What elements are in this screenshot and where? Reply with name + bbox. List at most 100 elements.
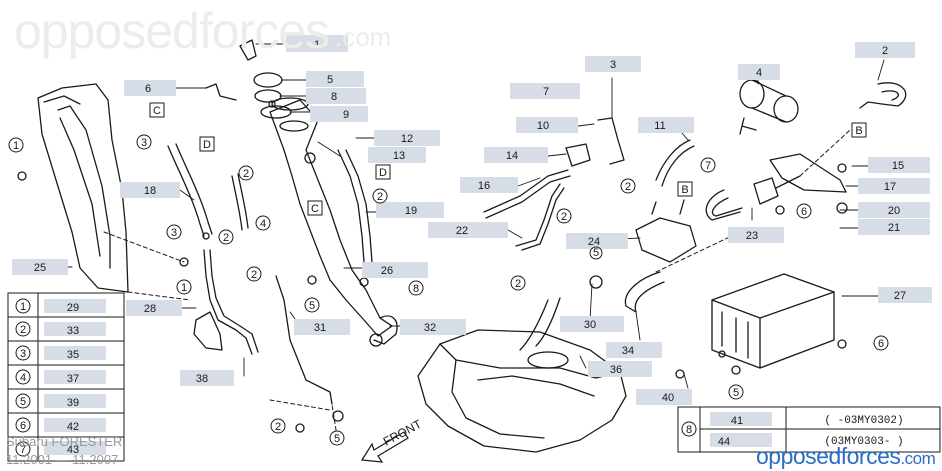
svg-text:9: 9 [343, 109, 349, 121]
circled-marker-2: 2 [510, 275, 526, 291]
svg-text:18: 18 [144, 185, 156, 197]
svg-text:28: 28 [144, 303, 156, 315]
svg-text:12: 12 [401, 133, 413, 145]
svg-text:2: 2 [377, 191, 383, 203]
svg-text:6: 6 [20, 420, 26, 432]
svg-text:41: 41 [731, 415, 743, 427]
bracket-17 [769, 153, 847, 193]
svg-text:( -03MY0302): ( -03MY0302) [824, 415, 903, 427]
model-years: 11.2001 — 11.2007 [6, 452, 119, 467]
svg-text:35: 35 [67, 349, 79, 361]
boxed-marker-d: D [199, 136, 215, 152]
svg-text:30: 30 [584, 319, 596, 331]
variant-row: 41 ( -03MY0302) [710, 412, 904, 427]
callout-3: 3 [585, 56, 641, 72]
svg-text:6: 6 [801, 206, 807, 218]
svg-text:6: 6 [145, 83, 151, 95]
callout-7: 7 [510, 83, 580, 99]
bracket-38 [193, 311, 223, 351]
circled-marker-2: 2 [620, 178, 636, 194]
circled-marker-2: 2 [246, 266, 262, 282]
svg-text:4: 4 [260, 218, 266, 230]
variant-row: 44 (03MY0303- ) [710, 433, 904, 448]
model-caption: Subaru FORESTER 11.2001 — 11.2007 [6, 433, 122, 469]
protector-25 [37, 83, 129, 293]
hose-11 [655, 139, 695, 187]
svg-text:4: 4 [756, 67, 762, 79]
svg-text:C: C [153, 105, 161, 117]
svg-text:26: 26 [381, 265, 393, 277]
callout-10: 10 [516, 117, 578, 133]
fasteners [17, 100, 848, 433]
callout-34: 34 [606, 342, 662, 358]
circled-marker-5: 5 [589, 246, 603, 260]
svg-text:5: 5 [327, 74, 333, 86]
svg-text:17: 17 [884, 181, 896, 193]
callout-36: 36 [588, 361, 652, 377]
svg-text:7: 7 [705, 160, 711, 172]
svg-text:23: 23 [746, 230, 758, 242]
svg-text:1: 1 [314, 39, 320, 51]
front-label: FRONT [381, 417, 425, 449]
circled-marker-4: 4 [255, 215, 271, 231]
circled-marker-1: 1 [8, 137, 24, 153]
callout-23: 23 [728, 227, 784, 243]
svg-text:5: 5 [593, 247, 599, 259]
svg-text:B: B [681, 184, 688, 196]
key-row: 2 33 [15, 321, 106, 337]
svg-text:D: D [203, 139, 211, 151]
svg-text:44: 44 [718, 436, 730, 448]
svg-text:43: 43 [67, 444, 79, 456]
svg-text:B: B [855, 125, 862, 137]
key-row: 3 35 [15, 345, 106, 361]
key-row: 1 29 [15, 298, 106, 314]
pipe-28 [203, 249, 259, 355]
callout-40: 40 [636, 389, 692, 405]
circled-marker-2: 2 [270, 418, 286, 434]
callout-2: 2 [855, 42, 915, 58]
part-drawings [17, 39, 907, 453]
callout-19: 19 [376, 202, 444, 218]
svg-text:7: 7 [543, 86, 549, 98]
callout-24: 24 [566, 233, 628, 249]
svg-text:1: 1 [13, 140, 19, 152]
canister-4 [739, 79, 799, 135]
circled-marker-2: 2 [238, 165, 254, 181]
svg-text:8: 8 [413, 283, 419, 295]
canister-27 [711, 273, 835, 369]
hose-7 [705, 189, 743, 221]
front-direction-arrow: FRONT [360, 417, 425, 463]
svg-text:6: 6 [878, 338, 884, 350]
svg-text:29: 29 [67, 302, 79, 314]
svg-text:2: 2 [275, 421, 281, 433]
callout-22: 22 [428, 222, 508, 238]
hose-2 [859, 82, 907, 109]
boxed-marker-c: C [149, 102, 165, 118]
svg-text:3: 3 [610, 59, 616, 71]
svg-text:16: 16 [478, 180, 490, 192]
callout-9: 9 [310, 106, 368, 122]
svg-text:2: 2 [561, 211, 567, 223]
vent-line-31 [275, 275, 333, 405]
svg-text:25: 25 [34, 262, 46, 274]
svg-text:5: 5 [733, 387, 739, 399]
circled-marker-2: 2 [556, 208, 572, 224]
variant-symbol: 8 [686, 424, 692, 436]
callout-labels: 1 2 3 4 5 6 7 8 9 10 11 12 13 14 15 16 1… [12, 35, 932, 405]
valve-24 [635, 199, 697, 263]
svg-text:38: 38 [196, 373, 208, 385]
circled-marker-5: 5 [728, 384, 744, 400]
boxed-markers: C C D D B B [149, 102, 867, 216]
callout-6: 6 [124, 80, 176, 96]
svg-text:5: 5 [309, 300, 315, 312]
svg-text:2: 2 [243, 168, 249, 180]
circled-marker-6: 6 [796, 203, 812, 219]
svg-text:2: 2 [251, 269, 257, 281]
svg-text:8: 8 [331, 91, 337, 103]
model-name: Subaru FORESTER [6, 434, 123, 449]
svg-text:39: 39 [67, 397, 79, 409]
circled-marker-7: 7 [700, 157, 716, 173]
hose-18 [167, 143, 213, 237]
callout-17: 17 [858, 178, 930, 194]
svg-text:14: 14 [506, 150, 518, 162]
